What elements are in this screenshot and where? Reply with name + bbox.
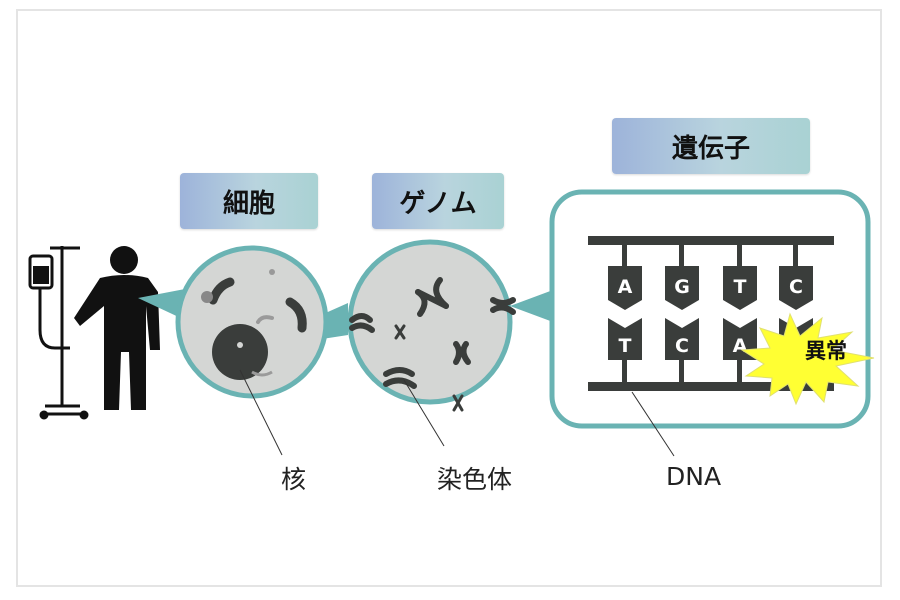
top-base-0: A (608, 266, 642, 310)
top-base-1: G (665, 266, 699, 310)
top-base-letter: T (734, 276, 747, 298)
abnormal-label: 異常 (805, 339, 847, 363)
nucleus-shape (212, 324, 268, 380)
top-base-2: T (723, 266, 757, 310)
gene-title-box: 遺伝子 (612, 118, 810, 174)
top-base-letter: C (789, 276, 803, 298)
bottom-base-letter: A (733, 335, 748, 357)
chromosome-shapes (349, 277, 516, 389)
cell-title-box: 細胞 (180, 173, 318, 229)
iv-stand-icon (38, 246, 89, 420)
genome-title: ゲノム (399, 188, 477, 219)
chromosome-label: 染色体 (437, 465, 513, 494)
top-base-letter: G (674, 276, 690, 298)
nucleus-label: 核 (281, 465, 307, 494)
top-base-letter: A (618, 276, 633, 298)
zoom-wedge-body-cell (138, 289, 185, 320)
leader-lines (239, 369, 675, 457)
zoom-wedge-genome-gene (510, 290, 553, 322)
cell-title: 細胞 (222, 188, 275, 219)
bottom-base-0: T (608, 318, 642, 360)
bottom-base-1: C (665, 318, 699, 360)
dna-label: DNA (666, 462, 722, 491)
bottom-base-letter: C (675, 335, 689, 357)
cell-illustration (175, 245, 329, 399)
patient-icon (74, 246, 160, 410)
bottom-base-letter: T (619, 335, 632, 357)
genome-illustration (347, 239, 516, 412)
gene-title: 遺伝子 (671, 133, 750, 164)
iv-bag-fluid (33, 266, 49, 284)
genome-title-box: ゲノム (372, 173, 504, 229)
abnormal-burst-icon (740, 312, 875, 406)
top-base-3: C (779, 266, 813, 310)
